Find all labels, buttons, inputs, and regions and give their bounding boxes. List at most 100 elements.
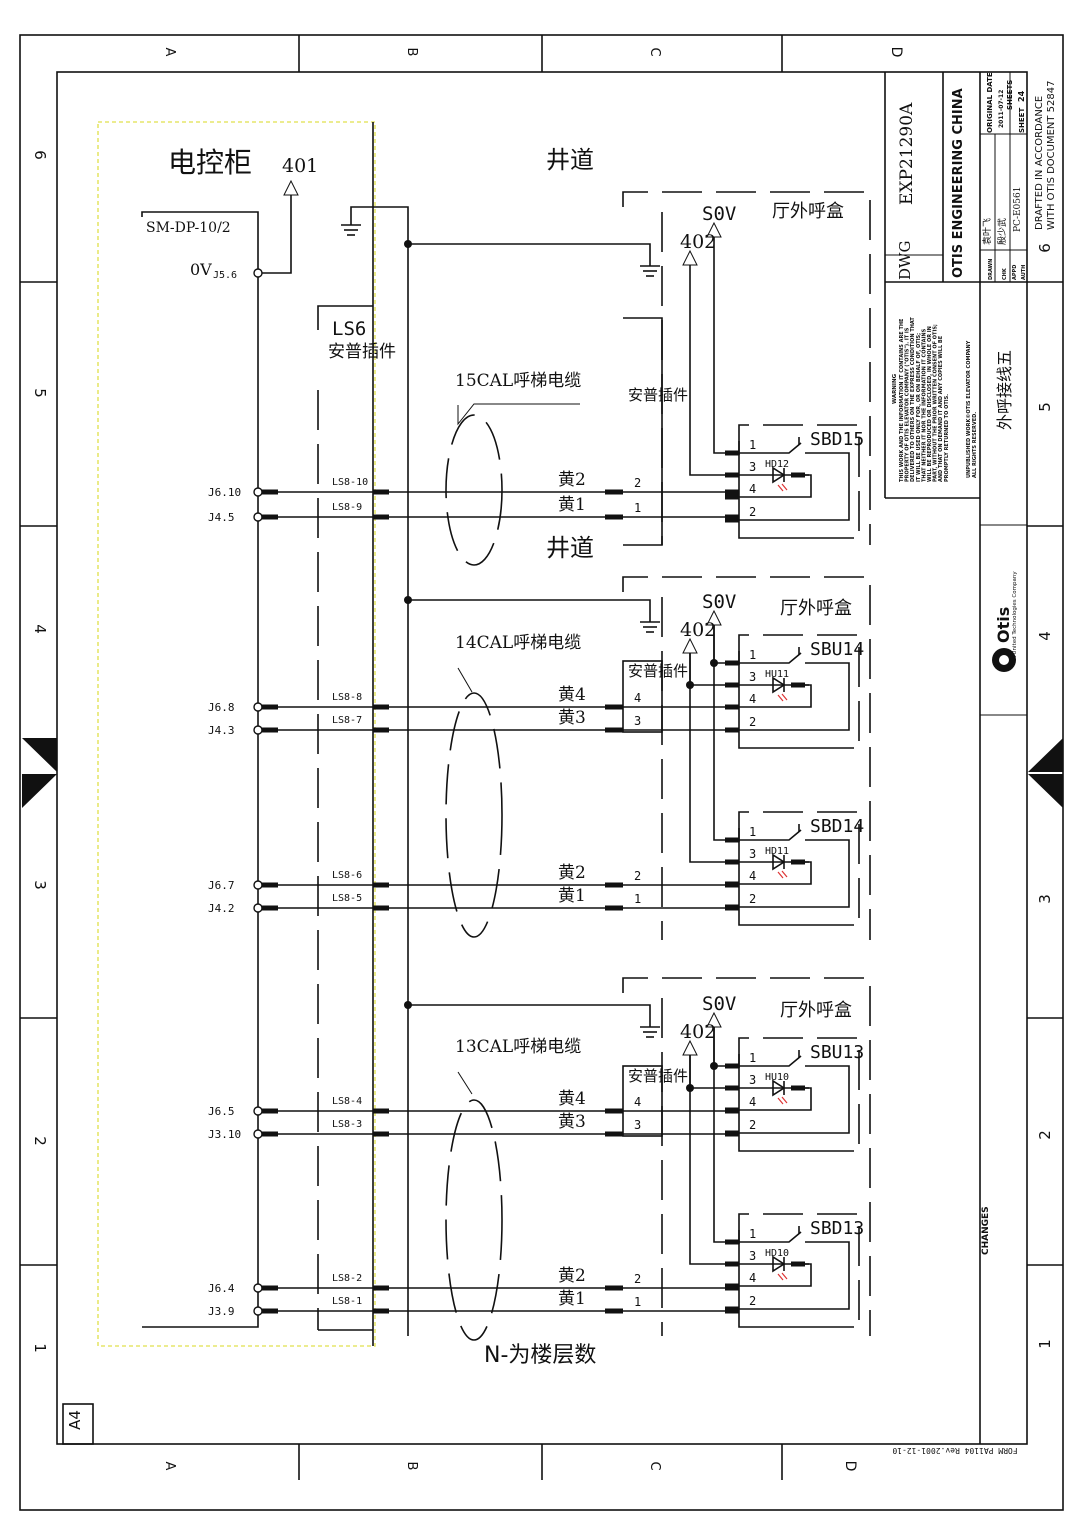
row-label-3: 3: [31, 880, 49, 890]
button-terminal: 2: [749, 505, 756, 519]
led-label: HU10: [765, 1072, 789, 1083]
dwg-number: EXP21290A: [897, 102, 917, 205]
ls-pin: LS8-9: [332, 502, 362, 513]
company-name: OTIS ENGINEERING CHINA: [951, 88, 966, 278]
row-labels: 6 5 4 3 2 1 6 5 4 3 2 1: [31, 150, 1054, 1353]
controller-pin: J4.2: [208, 902, 235, 915]
terminal-number: 2: [634, 1272, 641, 1286]
auth-label: AUTH: [1021, 265, 1027, 280]
ls6-label: LS6: [332, 318, 366, 340]
controller-pin: J3.9: [208, 1305, 235, 1318]
sheet-label: SHEET: [1018, 108, 1026, 133]
wire-color: 黄1: [558, 495, 586, 515]
s0v-label: S0V: [702, 993, 736, 1015]
button-name: SBD13: [810, 1218, 864, 1239]
ls-pin: LS8-8: [332, 692, 362, 703]
row-label-3-right: 3: [1036, 894, 1054, 904]
footnote: N-为楼层数: [484, 1343, 596, 1368]
dwg-label: DWG: [896, 241, 914, 280]
cable-label: 13CAL呼梯电缆: [455, 1037, 581, 1057]
ls-pin: LS8-4: [332, 1096, 362, 1107]
button-terminal: 3: [749, 670, 756, 684]
controller-pin: J6.7: [208, 879, 235, 892]
sheet-number: 24: [1017, 90, 1026, 102]
row-label-4: 4: [31, 624, 49, 634]
button-terminal: 4: [749, 692, 756, 706]
terminal-number: 3: [634, 1118, 641, 1132]
button-terminal: 4: [749, 482, 756, 496]
ls-pin: LS8-6: [332, 870, 362, 881]
button-terminal: 1: [749, 648, 756, 662]
original-date: 2011-07-12: [998, 90, 1005, 128]
row-label-6: 6: [31, 150, 49, 160]
warning-line: PART, WITHOUT THE PRIOR WRITTEN CONSENT …: [933, 324, 939, 482]
hall-box-label: 厅外呼盒: [780, 1000, 852, 1021]
warning-text: THIS WORK AND THE INFORMATION IT CONTAIN…: [899, 317, 950, 482]
button-terminal: 1: [749, 1227, 756, 1241]
row-label-5: 5: [31, 388, 49, 398]
ref-401-arrow: [283, 179, 299, 196]
button-terminal: 3: [749, 847, 756, 861]
form-note: FORM PA1104 Rev.2001-12-10: [892, 1446, 1017, 1455]
wire-color: 黄3: [558, 708, 586, 728]
hall-box-outline: [622, 977, 871, 1336]
row-label-1: 1: [31, 1343, 49, 1353]
warning-line: PROMPTLY RETURNED TO OTIS.: [944, 394, 950, 482]
warning-line: PROPERTY OF OTIS ELEVATOR COMPANY ("OTIS…: [905, 327, 911, 482]
title-block: DWG EXP21290A OTIS ENGINEERING CHINA ORI…: [884, 72, 1057, 1444]
controller-pin: J4.3: [208, 724, 235, 737]
row-label-2-right: 2: [1036, 1130, 1054, 1140]
hoistway-label-top: 井道: [546, 146, 594, 174]
controller-pin: J3.10: [208, 1128, 241, 1141]
button-terminal: 1: [749, 825, 756, 839]
controller-pin: J6.5: [208, 1105, 235, 1118]
button-terminal: 2: [749, 715, 756, 729]
warning-title: WARNING: [892, 373, 898, 404]
terminal-number: 1: [634, 501, 641, 515]
wire-color: 黄2: [558, 863, 586, 883]
ls-pin: LS8-2: [332, 1273, 362, 1284]
warning-line: THAT NEITHER IT NOR THE INFORMATION IT C…: [921, 328, 927, 482]
ground-bus: [341, 206, 409, 1336]
hall-box-outline: [622, 576, 871, 940]
cable-bundle: [445, 414, 503, 566]
warning-line: DELIVERED TO OTHERS ON THE EXPRESS CONDI…: [910, 317, 916, 482]
sheet-size-box: A4: [62, 1403, 94, 1445]
button-terminal: 1: [749, 438, 756, 452]
wire-color: 黄2: [558, 1266, 586, 1286]
appd-label: APPD: [1012, 265, 1018, 280]
ls-pin: LS8-1: [332, 1296, 362, 1307]
button-name: SBU13: [810, 1042, 864, 1063]
col-label-a-bottom: A: [162, 1462, 177, 1471]
drawn-by: 袁叶飞: [981, 218, 993, 245]
ls6-connector: LS6 安普插件: [317, 122, 396, 1346]
amp-plug-label: 安普插件: [628, 662, 688, 680]
cable-label: 15CAL呼梯电缆: [455, 371, 581, 391]
led-label: HD11: [765, 846, 789, 857]
wire-color: 黄4: [558, 1089, 586, 1109]
s0v-label: S0V: [702, 203, 736, 225]
controller-board: [141, 211, 259, 1328]
drafted-note-1: DRAFTED IN ACCORDANCE: [1034, 96, 1045, 230]
ov-pin: J5.6: [213, 270, 237, 281]
hall-box-label: 厅外呼盒: [780, 598, 852, 619]
terminal-number: 4: [634, 691, 641, 705]
terminal-number: 1: [634, 892, 641, 906]
controller-pin: J6.4: [208, 1282, 235, 1295]
controller-pin: J6.10: [208, 486, 241, 499]
unpublished-1: UNPUBLISHED WORK©OTIS ELEVATOR COMPANY: [966, 340, 972, 478]
ref-402: 402: [680, 231, 716, 253]
wire-color: 黄2: [558, 470, 586, 490]
wire-color: 黄1: [558, 1289, 586, 1309]
ref-401: 401: [282, 155, 318, 177]
